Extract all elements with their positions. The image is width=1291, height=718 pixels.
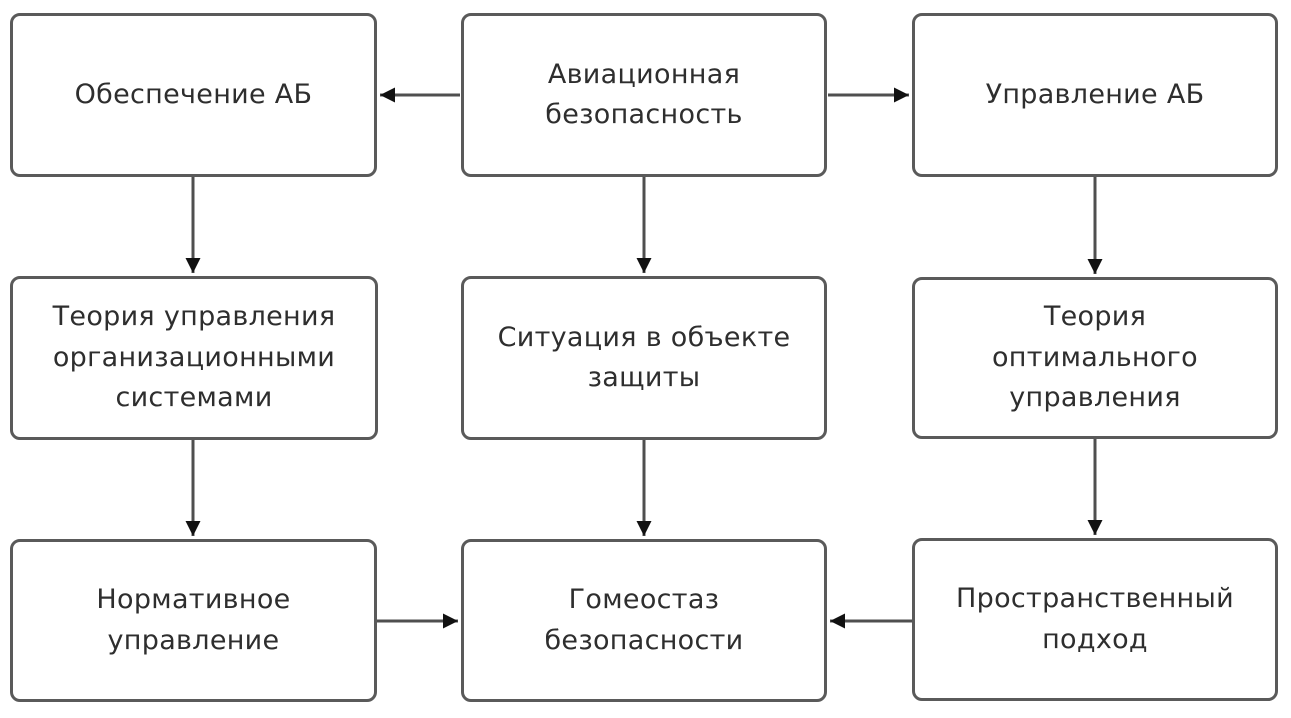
node-protected-object-situation: Ситуация в объекте защиты bbox=[461, 276, 827, 440]
node-label-normative-control: Нормативное управление bbox=[96, 584, 291, 656]
node-label-security-management: Управление АБ bbox=[985, 78, 1205, 110]
node-label-security-provision: Обеспечение АБ bbox=[74, 78, 313, 110]
node-label-protected-object-situation: Ситуация в объекте защиты bbox=[497, 321, 791, 394]
node-label-security-homeostasis: Гомеостаз безопасности bbox=[544, 584, 744, 656]
node-label-org-systems-theory: Теория управления организационными систе… bbox=[52, 301, 336, 414]
node-label-aviation-security: Авиационная безопасность bbox=[545, 58, 743, 131]
node-aviation-security: Авиационная безопасность bbox=[461, 13, 827, 177]
node-label-optimal-control-theory: Теория оптимального управления bbox=[991, 301, 1198, 414]
node-security-management: Управление АБ bbox=[912, 13, 1278, 177]
node-security-homeostasis: Гомеостаз безопасности bbox=[461, 539, 827, 702]
node-normative-control: Нормативное управление bbox=[10, 539, 377, 702]
node-optimal-control-theory: Теория оптимального управления bbox=[912, 277, 1278, 439]
node-org-systems-theory: Теория управления организационными систе… bbox=[10, 276, 378, 440]
node-label-spatial-approach: Пространственный подход bbox=[956, 583, 1234, 655]
node-spatial-approach: Пространственный подход bbox=[912, 538, 1278, 701]
node-security-provision: Обеспечение АБ bbox=[10, 13, 377, 177]
